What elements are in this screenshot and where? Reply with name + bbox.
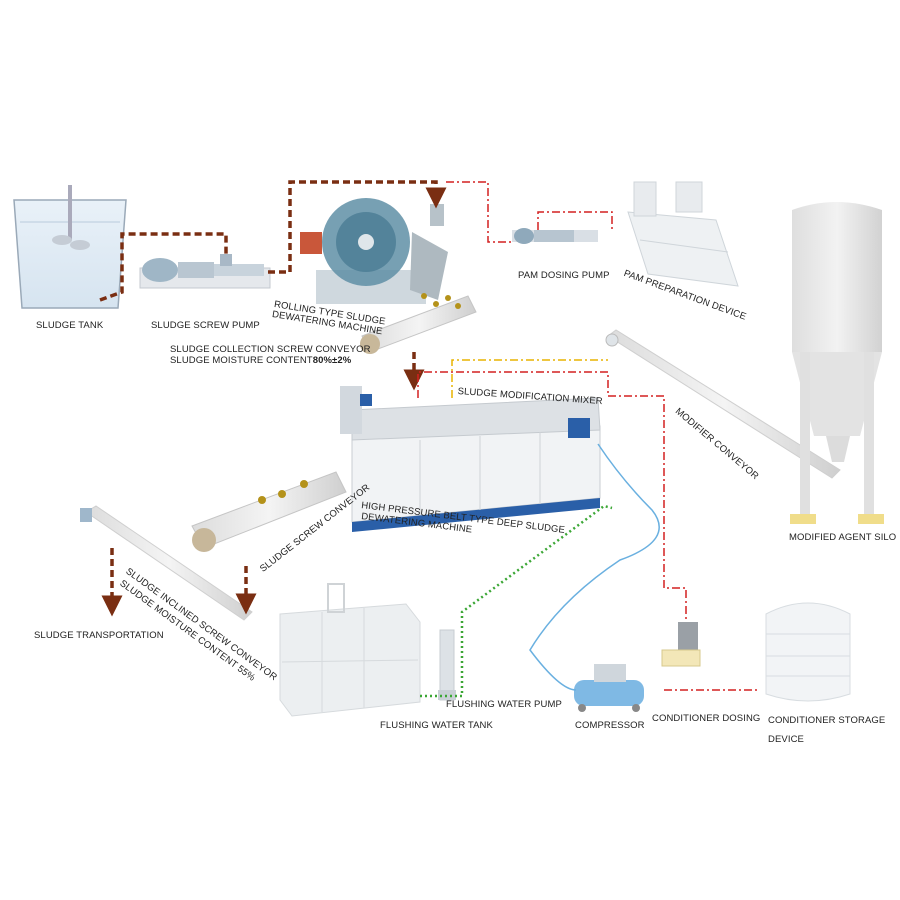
label-moisture-80-value: 80%±2% bbox=[312, 355, 352, 366]
modifier-conveyor bbox=[605, 329, 841, 479]
flushing-water-line bbox=[420, 504, 613, 698]
rolling-dewatering-machine bbox=[300, 198, 448, 304]
label-modified-agent-silo: MODIFIED AGENT SILO bbox=[789, 532, 897, 543]
label-sludge-transportation: SLUDGE TRANSPORTATION bbox=[34, 630, 164, 641]
label-compressor: COMPRESSOR bbox=[575, 720, 645, 731]
label-flushing-water-pump: FLUSHING WATER PUMP bbox=[446, 699, 562, 710]
label-collection-conveyor: SLUDGE COLLECTION SCREW CONVEYOR bbox=[170, 344, 371, 355]
label-flushing-water-tank: FLUSHING WATER TANK bbox=[380, 720, 493, 731]
label-sludge-screw-pump: SLUDGE SCREW PUMP bbox=[151, 320, 260, 331]
sludge-screw-conveyor bbox=[191, 471, 347, 552]
label-moisture-80: SLUDGE MOISTURE CONTENT80%±2% bbox=[170, 355, 351, 366]
label-conditioner-storage-line1: CONDITIONER STORAGE bbox=[768, 715, 886, 726]
label-conditioner-storage-line2: DEVICE bbox=[768, 734, 804, 745]
label-pam-dosing-pump: PAM DOSING PUMP bbox=[518, 270, 610, 281]
flushing-water-pump bbox=[438, 629, 456, 701]
sludge-tank bbox=[13, 185, 127, 309]
sludge-screw-pump bbox=[139, 254, 271, 289]
label-conditioner-dosing: CONDITIONER DOSING bbox=[652, 713, 761, 724]
pam-dosing-pump bbox=[512, 228, 598, 244]
conditioner-storage-device bbox=[765, 602, 851, 702]
pam-preparation-device bbox=[627, 181, 739, 287]
modified-agent-silo bbox=[790, 202, 884, 524]
compressor bbox=[574, 664, 644, 712]
high-pressure-belt-machine bbox=[340, 386, 601, 532]
air-line bbox=[529, 443, 660, 691]
label-sludge-tank: SLUDGE TANK bbox=[36, 320, 104, 331]
flushing-water-tank bbox=[279, 583, 421, 717]
chemical-flow-lines bbox=[417, 181, 760, 691]
conditioner-dosing bbox=[661, 622, 701, 667]
sludge-flow-lines bbox=[99, 180, 447, 617]
label-moisture-80-prefix: SLUDGE MOISTURE CONTENT bbox=[170, 355, 313, 366]
sludge-collection-screw-conveyor bbox=[360, 293, 477, 354]
modifier-flow-line bbox=[451, 359, 608, 398]
